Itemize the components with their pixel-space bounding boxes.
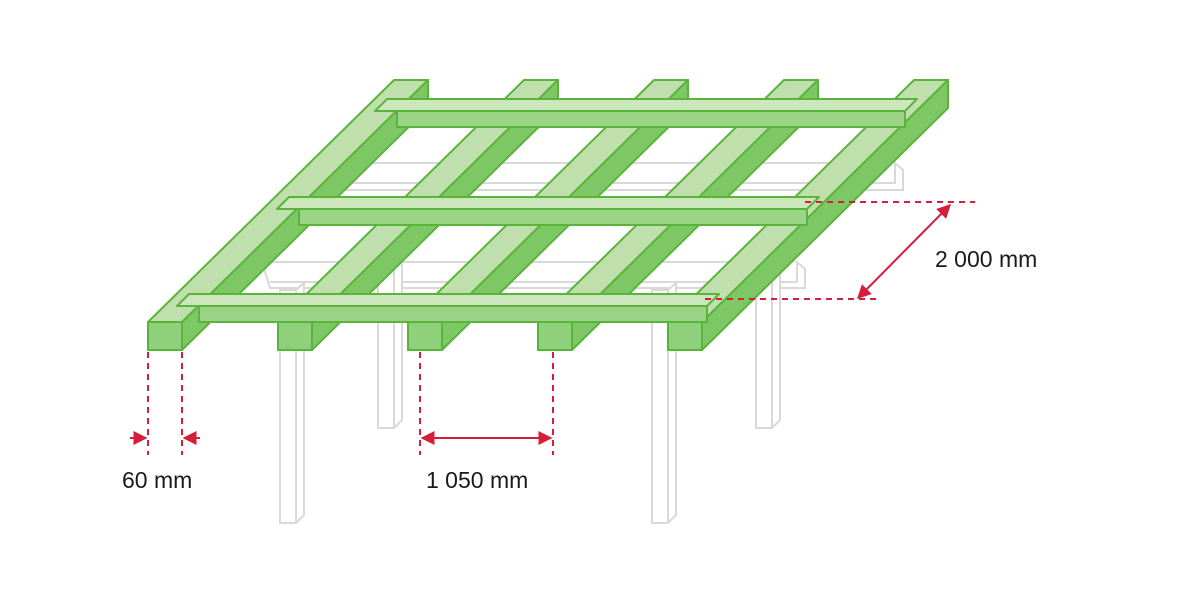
dimension-beam-spacing [705, 201, 975, 300]
joist-end-caps [147, 321, 703, 351]
board-width-label: 60 mm [122, 467, 193, 493]
batten-front [176, 293, 720, 323]
dimension-joist-spacing [419, 352, 554, 455]
battens [176, 98, 918, 323]
batten-back [374, 98, 918, 128]
beam-spacing-label: 2 000 mm [935, 246, 1038, 272]
dimension-board-width [130, 352, 200, 455]
batten-middle [276, 196, 820, 226]
joist-spacing-label: 1 050 mm [426, 467, 529, 493]
